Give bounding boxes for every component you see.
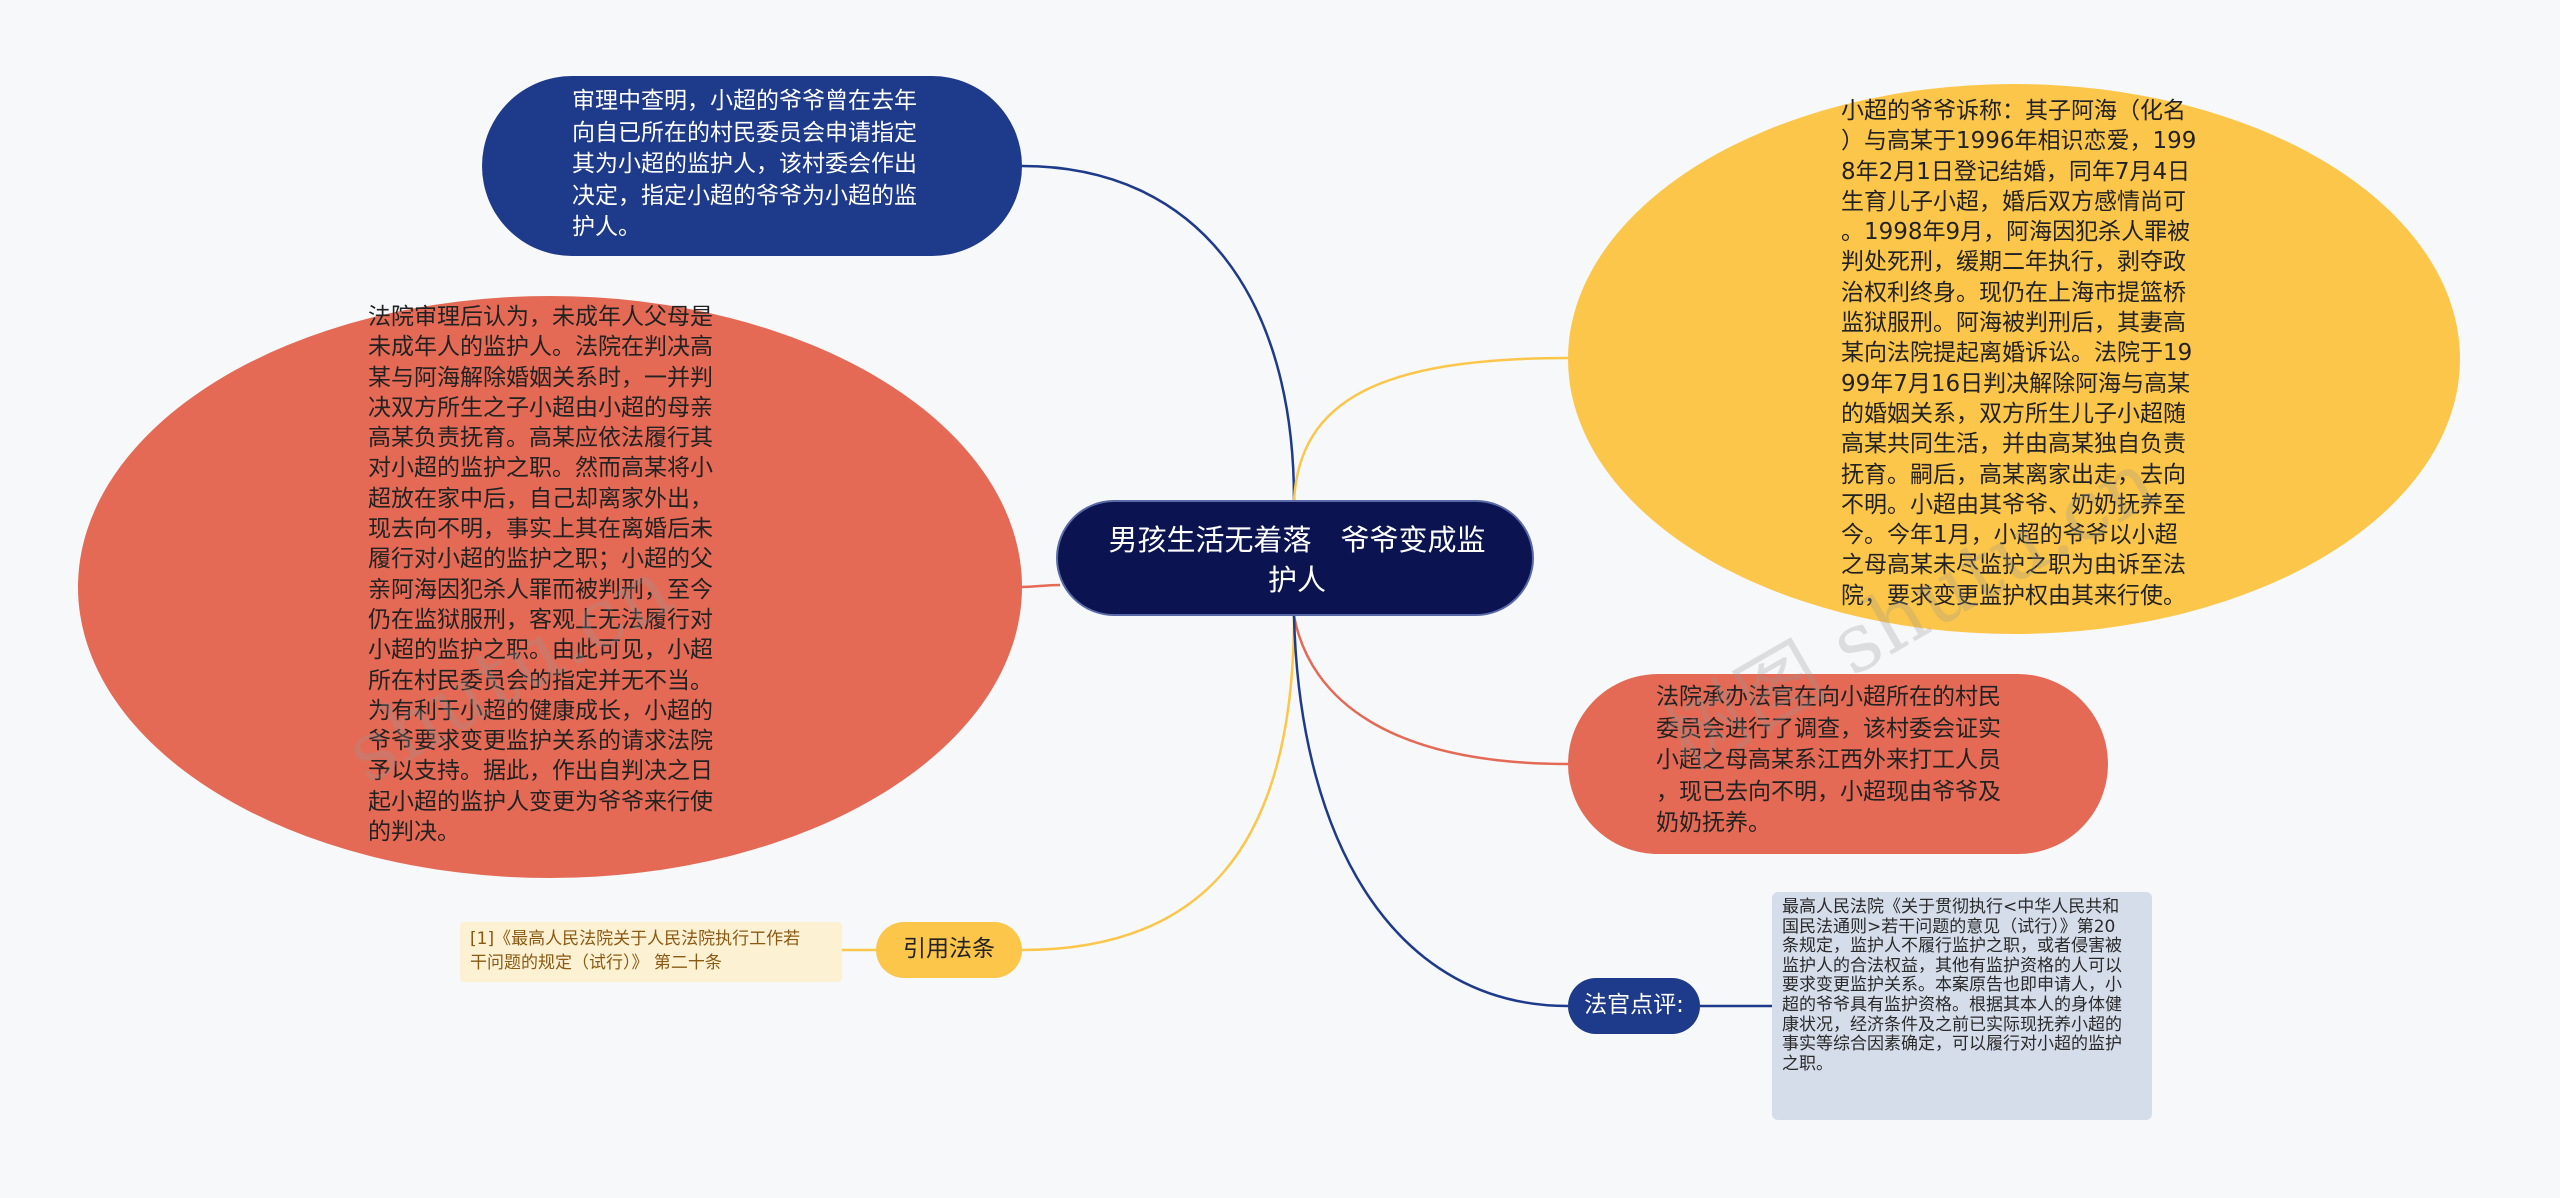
root-topic[interactable]: 男孩生活无着落 爷爷变成监护人 (1056, 500, 1534, 616)
node-text: 法院承办法官在向小超所在的村民 委员会进行了调查，该村委会证实 小超之母高某系江… (1656, 684, 2001, 836)
node-guardian-designation[interactable]: 审理中查明，小超的爷爷曾在去年 向自已所在的村民委员会申请指定 其为小超的监护人… (482, 76, 1022, 256)
edge-cite (1021, 615, 1296, 952)
node-judge-comment-detail[interactable]: 最高人民法院《关于贯彻执行<中华人民共和 国民法通则>若干问题的意见（试行）》第… (1772, 892, 2152, 1120)
root-title: 男孩生活无着落 爷爷变成监护人 (1108, 523, 1486, 597)
node-investigation[interactable]: 法院承办法官在向小超所在的村民 委员会进行了调查，该村委会证实 小超之母高某系江… (1568, 674, 2108, 854)
node-judge-comment[interactable]: 法官点评: (1568, 978, 1700, 1034)
node-text: 最高人民法院《关于贯彻执行<中华人民共和 国民法通则>若干问题的意见（试行）》第… (1782, 897, 2122, 1074)
edge-right (1292, 356, 1569, 501)
node-label: 法官点评: (1584, 992, 1684, 1018)
edge-judge (1292, 615, 1569, 1008)
edge-left (1021, 583, 1061, 589)
node-text: 小超的爷爷诉称：其子阿海（化名 ）与高某于1996年相识恋爱，199 8年2月1… (1841, 98, 2197, 609)
edge-top-left (1021, 164, 1296, 501)
edge-right-coral (1292, 615, 1569, 766)
node-plaintiff-claim[interactable]: 小超的爷爷诉称：其子阿海（化名 ）与高某于1996年相识恋爱，199 8年2月1… (1568, 84, 2460, 634)
node-cited-law[interactable]: 引用法条 (876, 922, 1022, 978)
node-text: [1]《最高人民法院关于人民法院执行工作若 干问题的规定（试行）》 第二十条 (470, 929, 801, 973)
node-text: 法院审理后认为，未成年人父母是 未成年人的监护人。法院在判决高 某与阿海解除婚姻… (368, 304, 713, 846)
node-label: 引用法条 (903, 936, 995, 962)
node-cited-law-detail[interactable]: [1]《最高人民法院关于人民法院执行工作若 干问题的规定（试行）》 第二十条 (460, 922, 842, 982)
node-text: 审理中查明，小超的爷爷曾在去年 向自已所在的村民委员会申请指定 其为小超的监护人… (572, 88, 917, 240)
node-court-reasoning[interactable]: 法院审理后认为，未成年人父母是 未成年人的监护人。法院在判决高 某与阿海解除婚姻… (78, 296, 1022, 878)
